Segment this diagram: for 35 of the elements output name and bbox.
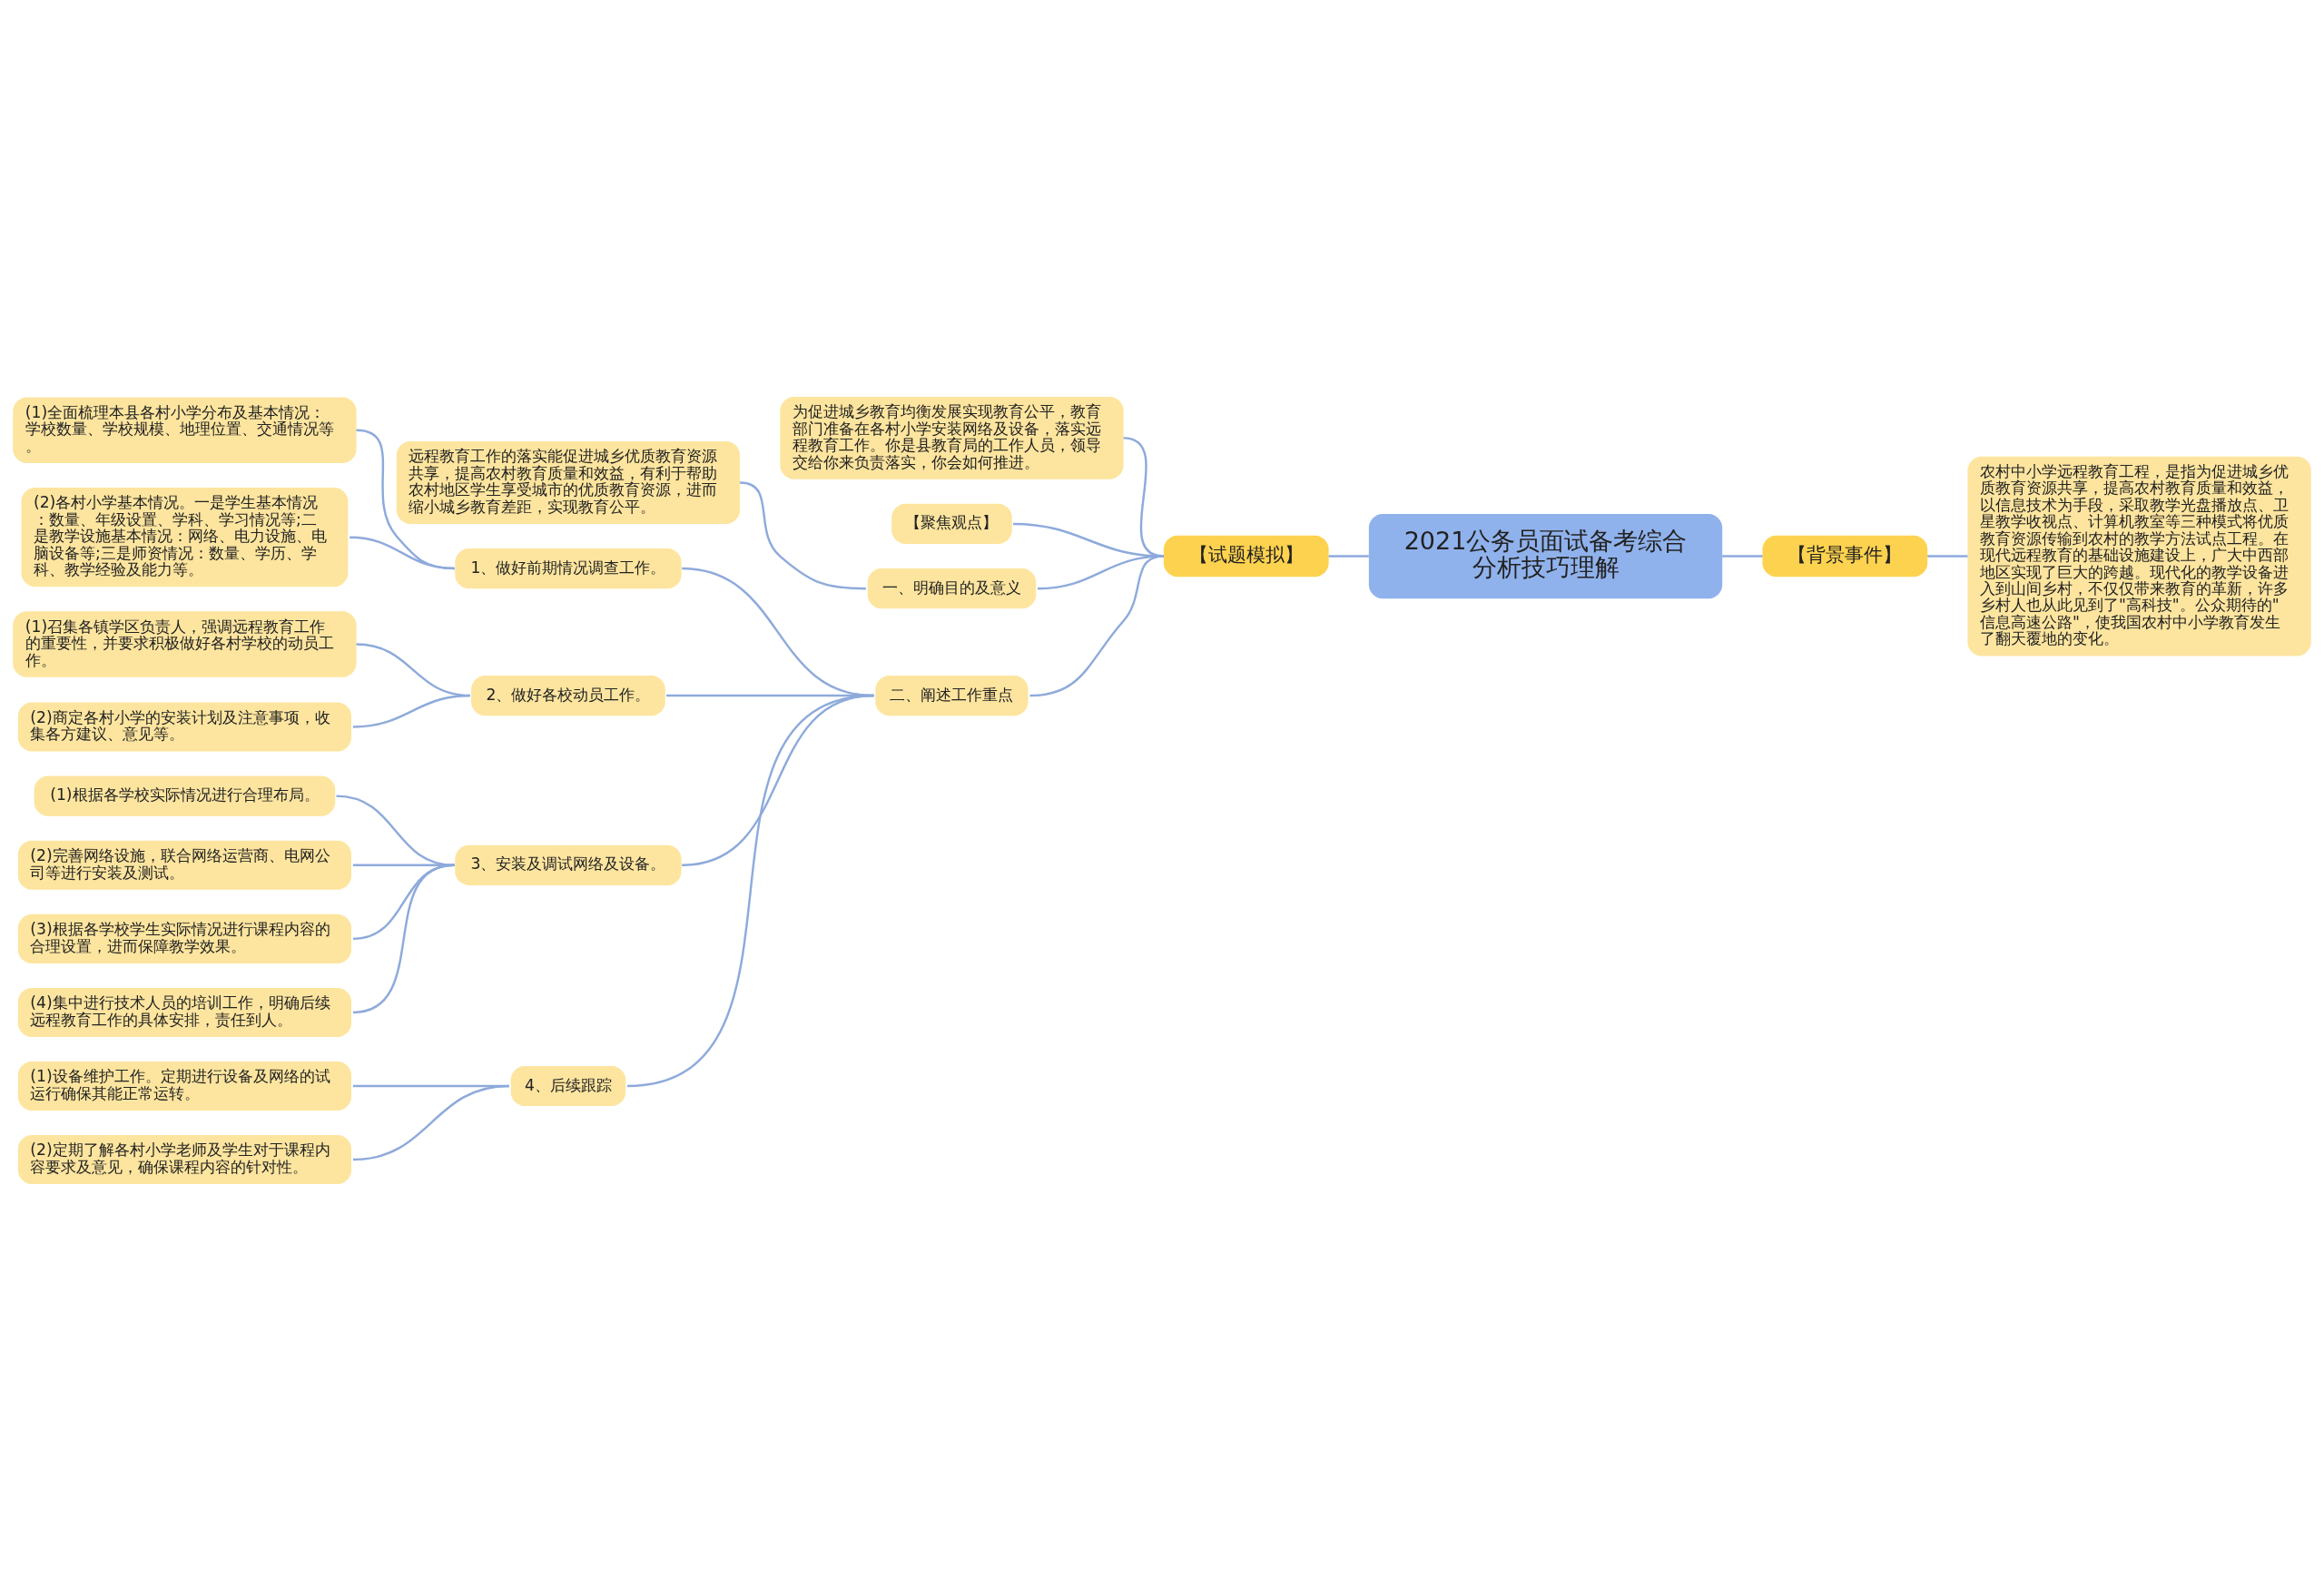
connector: [1722, 554, 1763, 558]
node-box: 1、做好前期情况调查工作。: [455, 548, 682, 588]
node-box: (1)全面梳理本县各村小学分布及基本情况：学校数量、学校规模、地理位置、交通情况等。: [13, 397, 357, 463]
connector: [1927, 554, 1968, 558]
node-box: (1)召集各镇学区负责人，强调远程教育工作的重要性，并要求积极做好各村学校的动员工作。: [13, 610, 357, 677]
node-box: (1)设备维护工作。定期进行设备及网络的试运行确保其能正常运转。: [17, 1061, 352, 1111]
node-box: 2、做好各校动员工作。: [471, 675, 665, 716]
node-box: 【背景事件】: [1762, 535, 1928, 577]
node-box: (2)各村小学基本情况。一是学生基本情况：数量、年级设置、学科、学习情况等;二是教学设施基本情况：网络、电力设施、电脑设备等;三是师资情况：数量、学历、学科、教学经验及能力等。: [21, 487, 349, 587]
connector: [336, 794, 455, 866]
node-box: 4、后续跟踪: [510, 1065, 626, 1106]
node-box: 为促进城乡教育均衡发展实现教育公平，教育部门准备在各村小学安装网络及设备，落实远程教育工作。你是县教育局的工作人员，领导交给你来负责落实，你会如何推进。: [780, 396, 1124, 479]
node-box: (4)集中进行技术人员的培训工作，明确后续远程教育工作的具体安排，责任到人。: [17, 987, 352, 1037]
node-box: 【聚焦观点】: [891, 503, 1012, 544]
node-box: 2021公务员面试备考综合分析技巧理解: [1368, 513, 1723, 598]
node-box: 农村中小学远程教育工程，是指为促进城乡优质教育资源共享，提高农村教育质量和效益，以信息技术为手段，采取教学光盘播放点、卫星教学收视点、计算机教室等三种模式将优质教育资源传输到农村的教学方法试点工程。在现代远程教育的基础设施建设上，广大中西部地区实现了巨大的跨越。现代化的教学设备进入到山间乡村，不仅仅带来教育的革新，许多乡村人也从此见到了"高科技"。公众期待的"信息高速公路"，使我国农村中小学教育发生了翻天覆地的变化。: [1967, 456, 2311, 656]
node-box: (3)根据各学校学生实际情况进行课程内容的合理设置，进而保障教学效果。: [17, 913, 352, 963]
node-box: 一、明确目的及意义: [867, 568, 1037, 608]
connector: [1328, 554, 1369, 558]
node-box: 二、阐述工作重点: [875, 675, 1029, 716]
node-box: (2)完善网络设施，联合网络运营商、电网公司等进行安装及测试。: [17, 840, 352, 890]
node-box: (2)商定各村小学的安装计划及注意事项，收集各方建议、意见等。: [17, 701, 352, 751]
connector: [352, 1084, 509, 1160]
node-box: (2)定期了解各村小学老师及学生对于课程内容要求及意见，确保课程内容的针对性。: [17, 1134, 352, 1184]
node-box: 远程教育工作的落实能促进城乡优质教育资源共享，提高农村教育质量和效益，有利于帮助农村地区学生享受城市的优质教育资源，进而缩小城乡教育差距，实现教育公平。: [396, 440, 741, 524]
connector: [1038, 554, 1164, 589]
connector: [626, 694, 874, 1087]
connector: [739, 480, 866, 589]
node-box: 3、安装及调试网络及设备。: [455, 844, 682, 885]
connector: [350, 535, 455, 569]
connector: [1029, 554, 1164, 696]
connector: [352, 694, 470, 728]
node-box: 【试题模拟】: [1163, 535, 1329, 577]
node-box: (1)根据各学校实际情况进行合理布局。: [34, 775, 336, 816]
connector: [352, 864, 455, 1013]
